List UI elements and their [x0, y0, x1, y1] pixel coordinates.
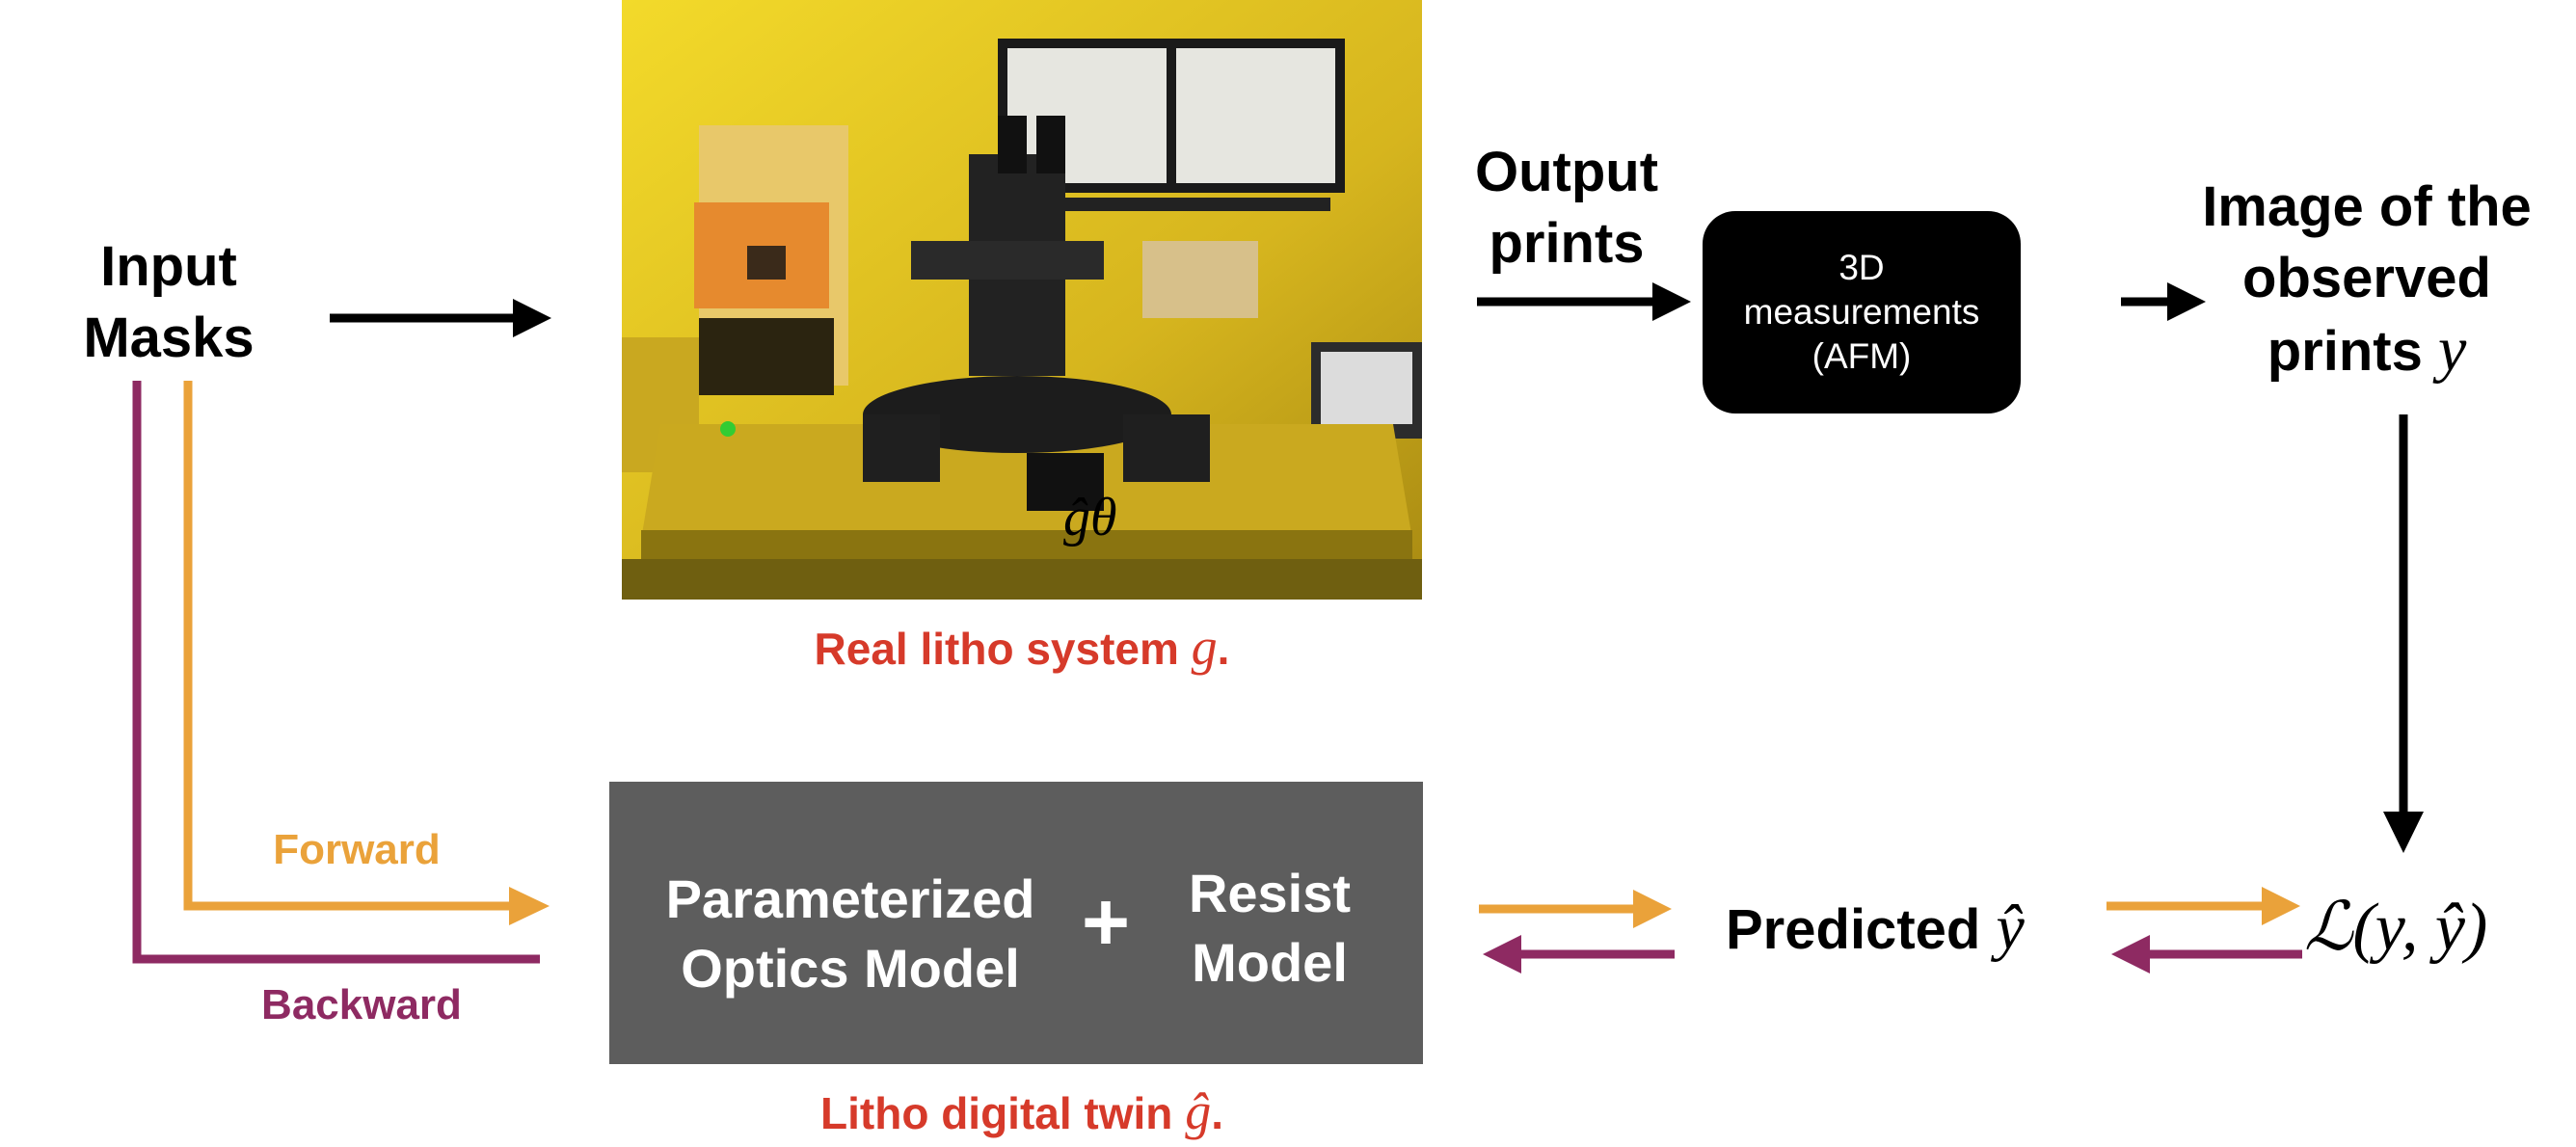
real-system-var: g	[1191, 618, 1218, 676]
resist-line1: Resist	[1188, 863, 1352, 923]
digital-twin-punct: .	[1211, 1088, 1223, 1138]
arrow-system-to-afm-head	[1652, 282, 1691, 321]
afm-line2: measurements	[1743, 292, 1980, 332]
real-system-caption-text: Real litho system	[814, 624, 1179, 674]
arrow-observed-to-loss-head	[2383, 812, 2424, 853]
observed-line3: prints	[2267, 320, 2423, 383]
backward-label: Backward	[261, 981, 462, 1028]
forward-predicted-to-loss-head	[2262, 887, 2300, 925]
afm-line1: 3D	[1838, 248, 1885, 287]
afm-measurement-box: 3D measurements (AFM)	[1703, 211, 2021, 413]
resist-line2: Model	[1192, 932, 1348, 993]
observed-var: y	[2437, 314, 2467, 385]
input-masks-line1: Input	[100, 235, 237, 298]
observed-line2: observed	[2242, 247, 2491, 309]
output-prints-line1: Output	[1474, 141, 1659, 203]
input-masks-label: Input Masks	[58, 231, 280, 374]
resist-model-label: Resist Model	[1154, 859, 1385, 998]
backward-predicted-to-twin-head	[1483, 935, 1521, 974]
digital-twin-caption-text: Litho digital twin	[820, 1088, 1173, 1138]
backward-arrows	[132, 381, 2302, 974]
backward-loss-to-predicted-head	[2111, 935, 2150, 974]
forward-path-input-to-twin-head	[509, 887, 550, 925]
predicted-label: Predicted ŷ	[1726, 892, 2092, 965]
real-system-caption: Real litho system g.	[622, 617, 1422, 677]
real-system-punct: .	[1217, 624, 1230, 674]
output-prints-label: Output prints	[1446, 137, 1687, 280]
plus-sign: +	[1081, 876, 1131, 969]
predicted-var: ŷ	[1996, 893, 2025, 963]
loss-function-label: ℒ(y, ŷ)	[2304, 891, 2488, 965]
arrow-input-to-system-head	[513, 299, 551, 337]
afm-line3: (AFM)	[1811, 336, 1912, 376]
digital-twin-caption: Litho digital twin ĝ.	[622, 1081, 1422, 1141]
forward-label: Forward	[273, 826, 441, 873]
digital-twin-box: Parameterized Optics Model + Resist Mode…	[609, 782, 1423, 1064]
optics-line1: Parameterized	[665, 868, 1035, 929]
observed-line1: Image of the	[2202, 175, 2532, 238]
forward-path-input-to-twin	[183, 381, 516, 911]
predicted-text: Predicted	[1726, 898, 1981, 961]
arrow-afm-to-observed-head	[2167, 282, 2206, 321]
digital-twin-var: ĝ	[1185, 1082, 1212, 1140]
input-masks-line2: Masks	[83, 307, 255, 369]
backward-path-twin-to-input	[132, 381, 540, 964]
litho-system-photo: ĝθ	[622, 0, 1422, 600]
forward-arrows	[183, 381, 2300, 928]
black-arrows	[330, 282, 2424, 853]
optics-line2: Optics Model	[681, 938, 1020, 999]
photo-g-theta-label: ĝθ	[1063, 488, 1117, 547]
optics-model-label: Parameterized Optics Model	[648, 865, 1053, 1003]
output-prints-line2: prints	[1489, 212, 1645, 275]
observed-prints-label: Image of the observed prints y	[2174, 172, 2560, 387]
forward-twin-to-predicted-head	[1633, 890, 1672, 928]
